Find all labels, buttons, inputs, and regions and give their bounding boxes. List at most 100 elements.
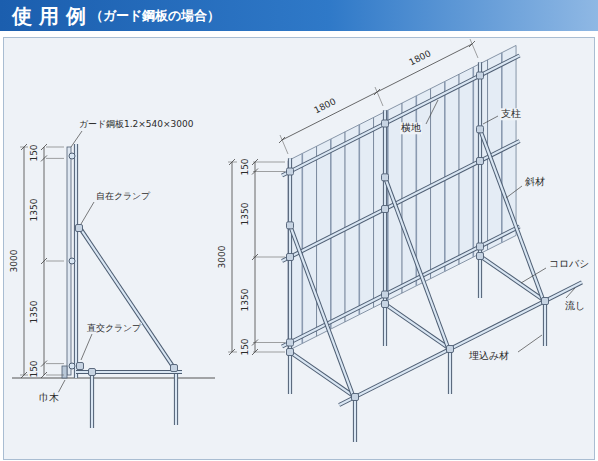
extension-line: [253, 257, 285, 258]
dimension-tick: [252, 254, 258, 260]
dimension-label: 3000: [217, 246, 227, 269]
part-label: 自在クランプ: [95, 191, 151, 201]
brace-shine: [290, 225, 353, 395]
brace-shine: [480, 129, 543, 299]
part-label: 巾木: [38, 392, 60, 404]
buried-pipe-shine: [289, 352, 291, 394]
part-label: 横地: [400, 122, 422, 134]
dimension-label: 150: [29, 360, 39, 377]
clamp: [477, 253, 484, 260]
clamp: [382, 120, 389, 127]
leader-line: [81, 202, 94, 224]
clamp: [382, 206, 389, 213]
subtitle-text: （ガード鋼板の場合）: [90, 7, 220, 25]
clamp: [382, 291, 389, 298]
clamp: [477, 158, 484, 165]
clamp: [171, 365, 178, 372]
clamp: [287, 339, 294, 346]
clamp: [542, 298, 549, 305]
clamp: [287, 349, 294, 356]
runner-pipe: [339, 282, 582, 405]
buried-pipe: [543, 301, 547, 346]
dimension-tick: [21, 372, 27, 378]
rail-section: [69, 153, 75, 159]
dimension-line: [232, 162, 233, 352]
brace-side: [80, 228, 174, 368]
dimension-label: 3000: [9, 250, 19, 273]
leader-line: [506, 186, 522, 198]
buried-pipe: [448, 349, 452, 394]
dimension-label: 150: [29, 144, 39, 161]
buried-pipe-shine: [91, 372, 93, 428]
extension-line: [470, 39, 478, 58]
clamp: [382, 301, 389, 308]
part-label: 支柱: [500, 108, 522, 120]
buried-pipe-shine: [354, 397, 356, 442]
brace: [385, 177, 448, 347]
leader-line: [518, 335, 542, 352]
clamp: [287, 168, 294, 175]
clamp: [477, 243, 484, 250]
leader-line: [81, 334, 92, 360]
dimension-tick: [252, 340, 258, 346]
rail-shine: [282, 56, 520, 176]
leader-line: [71, 131, 82, 147]
buried-pipe-shine: [479, 256, 481, 298]
leader-line: [426, 100, 438, 124]
clamp: [89, 369, 96, 376]
ground-line: [12, 378, 215, 379]
extension-line: [46, 261, 64, 262]
dimension-tick: [41, 155, 47, 161]
extension-line: [253, 171, 285, 172]
buried-pipe-shine: [449, 349, 451, 394]
extension-line: [46, 363, 64, 364]
dimension-tick: [252, 169, 258, 175]
dimension-tick: [229, 159, 235, 165]
dimension-label: 1350: [29, 198, 39, 221]
header-band: [0, 0, 598, 31]
dimension-label: 150: [240, 338, 250, 355]
buried-pipe: [174, 372, 178, 425]
clamp: [477, 72, 484, 79]
guard-plate: [374, 103, 403, 307]
dimension-label: 150: [240, 158, 250, 175]
extension-line: [280, 135, 288, 154]
dimension-tick: [469, 41, 475, 47]
buried-pipe: [353, 397, 357, 442]
dimension-tick: [279, 137, 285, 143]
extension-line: [253, 342, 285, 343]
leader-line: [521, 268, 546, 283]
dimension-label: 1350: [29, 301, 39, 324]
brace-side-shine: [80, 228, 174, 368]
part-label: コロバシ: [548, 258, 590, 270]
dimension-tick: [252, 349, 258, 355]
dimension-tick: [252, 159, 258, 165]
extension-line: [46, 147, 64, 148]
extension-line: [375, 87, 383, 106]
dimension-tick: [41, 372, 47, 378]
extension-line: [253, 162, 285, 163]
brace-shine: [385, 177, 448, 347]
dimension-tick: [21, 144, 27, 150]
part-label: 直交クランプ: [86, 323, 142, 333]
rail-section: [69, 363, 75, 369]
swivel-clamp: [76, 225, 83, 232]
dimension-label: 1350: [240, 289, 250, 312]
clamp: [287, 254, 294, 261]
extension-line: [253, 352, 285, 353]
leader-line: [58, 380, 65, 393]
part-label: 斜材: [524, 176, 546, 188]
brace: [290, 225, 353, 395]
buried-pipe: [288, 352, 292, 394]
clamp: [477, 126, 484, 133]
buried-pipe-shine: [544, 301, 546, 346]
clamp: [287, 222, 294, 229]
runner-pipe-shine: [339, 282, 582, 405]
buried-pipe: [383, 304, 387, 346]
leader-line: [483, 116, 498, 124]
rail-section: [69, 258, 75, 264]
dimension-tick: [374, 89, 380, 95]
extension-line: [46, 158, 64, 159]
title-text: 使 用 例: [12, 3, 86, 30]
